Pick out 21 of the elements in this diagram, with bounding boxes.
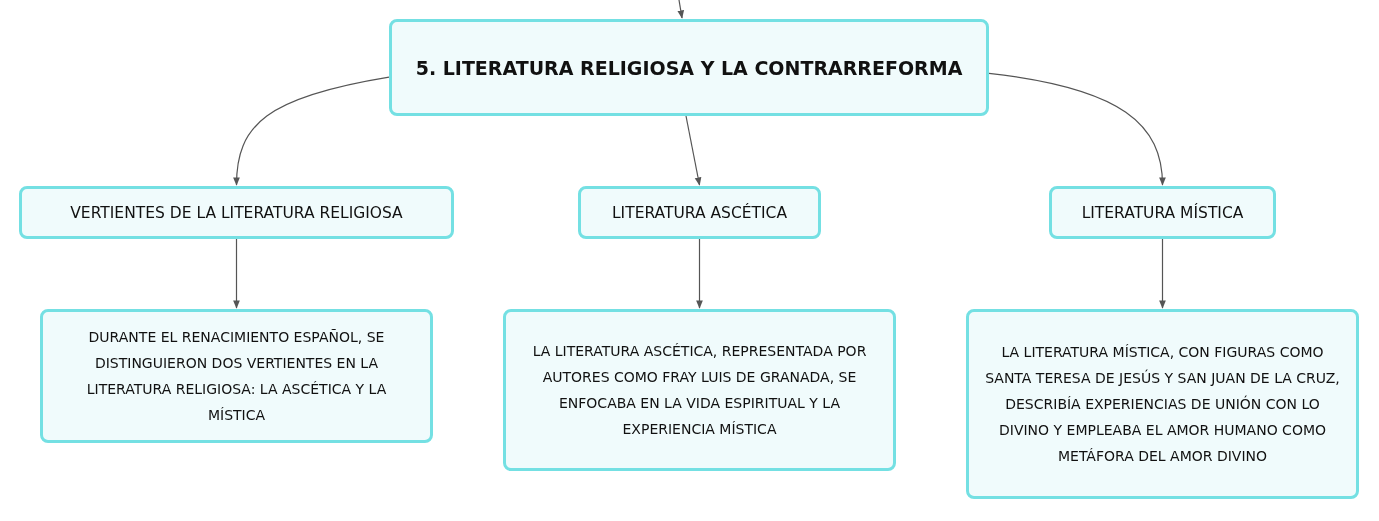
title-box [389, 19, 989, 116]
topic-box [1049, 186, 1276, 239]
topic-text: VERTIENTES DE LA LITERATURA RELIGIOSA [70, 203, 403, 222]
topic-box [19, 186, 454, 239]
description-text: LA LITERATURA ASCÉTICA, REPRESENTADA POR AUTORES COMO FRAY LUIS DE GRANADA, SE ENFOCABA EN LA VIDA ESPIRITUAL Y LA EXPERIENCIA MÍSTICA [531, 342, 868, 439]
description-box [503, 309, 896, 471]
description-text: DURANTE EL RENACIMIENTO ESPAÑOL, SE DISTINGUIERON DOS VERTIENTES EN LA LITERATURA RELIGIOSA: LA ASCÉTICA Y LA MÍSTICA [85, 328, 388, 425]
connector-arrow [988, 72, 1166, 186]
connector-arrow [685, 115, 702, 186]
description-text: LA LITERATURA MÍSTICA, CON FIGURAS COMO SANTA TERESA DE JESÚS Y SAN JUAN DE LA CRUZ, DESCRIBÍA EXPERIENCIAS DE UNIÓN CON LO DIVINO Y EMPLEABA EL AMOR HUMANO COMO METÁFORA DEL AMOR DIVINO [984, 343, 1341, 466]
connector-arrow [233, 76, 390, 186]
description-box [40, 309, 433, 443]
connector-arrow [677, 0, 685, 19]
topic-box [578, 186, 821, 239]
title-text: 5. LITERATURA RELIGIOSA Y LA CONTRARREFORMA [415, 56, 963, 79]
description-box [966, 309, 1359, 499]
topic-text: LITERATURA MÍSTICA [1081, 203, 1244, 222]
connector-arrow [696, 238, 703, 309]
connector-arrow [1159, 238, 1166, 309]
topic-text: LITERATURA ASCÉTICA [612, 203, 787, 222]
connector-arrow [233, 238, 240, 309]
